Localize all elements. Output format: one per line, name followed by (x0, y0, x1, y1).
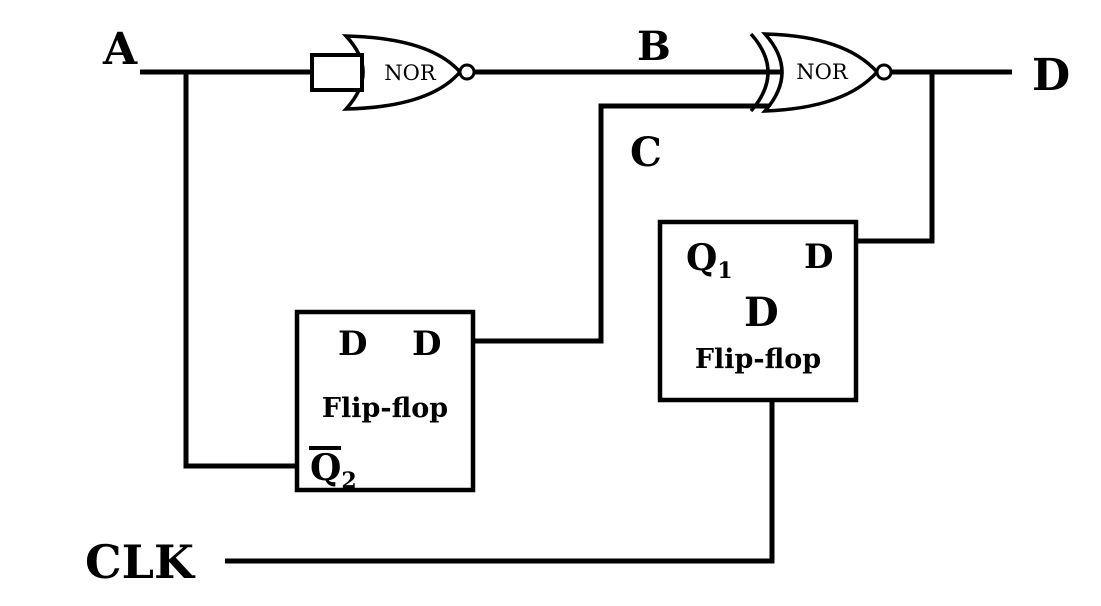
label-input-a: A (102, 24, 138, 75)
flip-flop-left-name: Flip-flop (322, 393, 448, 424)
nor-gate-1-bubble (458, 63, 476, 81)
flip-flop-right-d-center-label: D (744, 289, 779, 336)
label-clock: CLK (85, 535, 196, 589)
label-output-d: D (1032, 50, 1070, 101)
nor-gate-2-bubble (875, 63, 893, 81)
flip-flop-right: Q1 D D Flip-flop (657, 219, 859, 403)
flip-flop-right-d-top-label: D (804, 237, 833, 277)
label-node-c: C (630, 129, 662, 176)
flip-flop-left-q2-label: Q2 (310, 447, 357, 494)
wire-clock (225, 400, 775, 564)
flip-flop-left-d-output-label: D (412, 324, 441, 364)
flip-flop-left-box (294, 309, 476, 493)
label-node-b: B (637, 23, 671, 70)
nor-gate-2-label: NOR (796, 60, 849, 84)
wire-node-c (473, 103, 800, 344)
nor-gate-2-body (760, 32, 880, 113)
nor-gate-1: NOR (310, 34, 476, 111)
flip-flop-left: D D Flip-flop Q2 (294, 309, 476, 494)
flip-flop-right-box (657, 219, 859, 403)
nor-gate-1-input-box (310, 53, 364, 92)
wire-feedback-d (856, 72, 935, 244)
nor-gate-2: NOR (749, 32, 893, 113)
flip-flop-right-name: Flip-flop (695, 344, 821, 375)
nor-gate-2-extra-arc (749, 32, 770, 113)
wire-a-branch-to-left-flipflop (183, 72, 297, 469)
flip-flop-left-d-input-label: D (338, 324, 367, 364)
nor-gate-1-label: NOR (384, 61, 437, 85)
flip-flop-right-q1-label: Q1 (686, 237, 733, 284)
